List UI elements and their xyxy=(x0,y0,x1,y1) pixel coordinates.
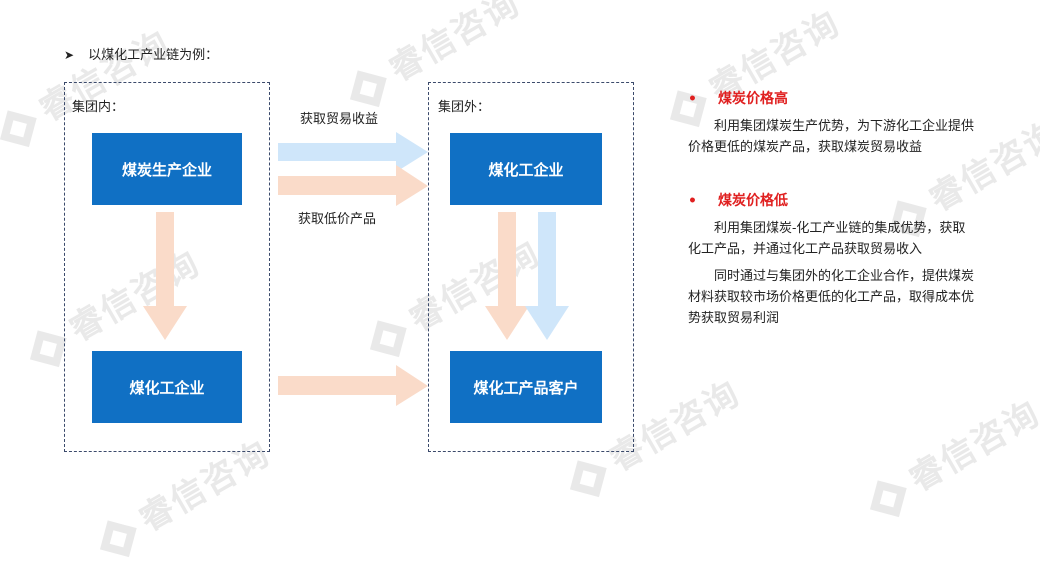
box-chem-customer: 煤化工产品客户 xyxy=(450,351,602,423)
explanation-panel: • 煤炭价格高 利用集团煤炭生产优势，为下游化工企业提供价格更低的煤炭产品，获取煤… xyxy=(688,88,978,335)
section2-paragraph-1: 利用集团煤炭-化工产业链的集成优势，获取化工产品，并通过化工产品获取贸易收入 xyxy=(688,221,966,257)
section2-title: • 煤炭价格低 xyxy=(688,190,978,210)
bullet-dot-icon: • xyxy=(688,91,697,107)
bullet-dot-icon: • xyxy=(688,193,697,209)
arrow-bullet-icon: ➤ xyxy=(64,48,75,62)
box-coal-chem-inner: 煤化工企业 xyxy=(92,351,242,423)
section-heading: ➤ 以煤化工产业链为例： xyxy=(64,44,218,63)
arrow-chem-to-customer xyxy=(278,365,428,406)
group-outer-box xyxy=(428,82,634,452)
group-inner-box xyxy=(64,82,270,452)
heading-text: 以煤化工产业链为例： xyxy=(88,48,219,63)
watermark-logo-icon xyxy=(99,519,137,557)
arrow-outer-blue xyxy=(525,212,569,340)
section2-title-text: 煤炭价格低 xyxy=(718,193,788,209)
label-low-price-products: 获取低价产品 xyxy=(298,212,377,227)
label-trade-income: 获取贸易收益 xyxy=(300,112,379,127)
arrow-low-price-products xyxy=(278,165,428,206)
group-inner-label: 集团内： xyxy=(72,100,125,115)
group-outer-label: 集团外： xyxy=(438,100,491,115)
section2-paragraph-2: 同时通过与集团外的化工企业合作，提供煤炭材料获取较市场价格更低的化工产品，取得成… xyxy=(688,269,975,326)
section1-title-text: 煤炭价格高 xyxy=(718,91,788,107)
section1-title: • 煤炭价格高 xyxy=(688,88,978,108)
arrow-outer-orange xyxy=(485,212,529,340)
box-coal-producer: 煤炭生产企业 xyxy=(92,133,242,205)
arrow-trade-income xyxy=(278,132,428,172)
arrow-producer-to-chem xyxy=(143,212,187,340)
section1-paragraph: 利用集团煤炭生产优势，为下游化工企业提供价格更低的煤炭产品，获取煤炭贸易收益 xyxy=(688,119,975,155)
flow-arrows xyxy=(143,132,569,406)
box-coal-chem-outer: 煤化工企业 xyxy=(450,133,602,205)
